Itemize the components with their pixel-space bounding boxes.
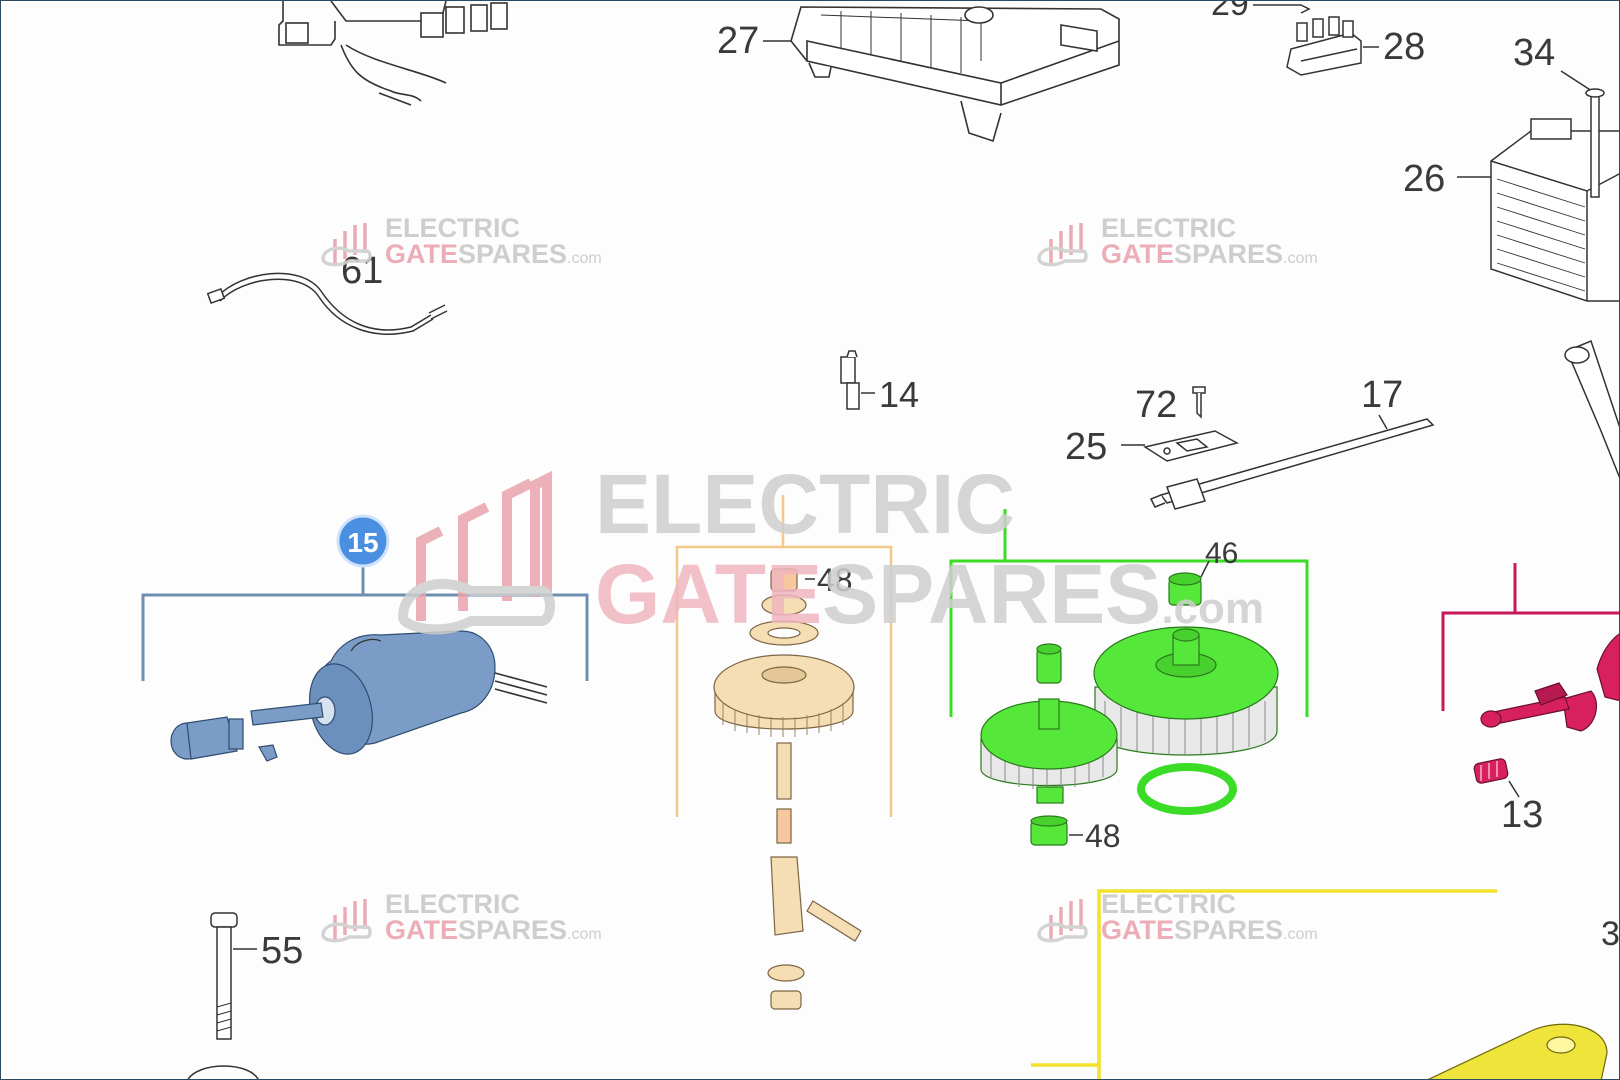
watermark-tl-suffix: .com <box>567 250 602 267</box>
watermark-small-top-left: ELECTRIC GATESPARES.com <box>321 213 602 269</box>
gear-group-bracket-magenta <box>1441 611 1619 711</box>
watermark-tr-line1: ELECTRIC <box>1101 213 1236 243</box>
watermark-small-bottom-right: ELECTRIC GATESPARES.com <box>1037 889 1318 945</box>
gear-group-bracket-green <box>949 559 1309 717</box>
watermark-tl-gate: GATE <box>385 239 458 269</box>
watermark-bl-gate: GATE <box>385 915 458 945</box>
motor-group-bracket <box>141 593 589 681</box>
watermark-bl-spares: SPARES <box>458 915 567 945</box>
svg-text:GATESPARES.com: GATESPARES.com <box>385 915 602 945</box>
electric-motor[interactable] <box>250 630 548 761</box>
part-number-46[interactable]: 46 <box>1205 537 1238 570</box>
watermark-large-gate: GATE <box>595 547 822 641</box>
watermark-br-gate: GATE <box>1101 915 1174 945</box>
part-number-3-partial[interactable]: 3 <box>1601 915 1620 953</box>
output-gear-large[interactable] <box>1093 572 1279 815</box>
control-box[interactable] <box>790 6 1120 143</box>
part-number-55[interactable]: 55 <box>261 930 303 972</box>
watermark-small-top-right: ELECTRIC GATESPARES.com <box>1037 213 1318 269</box>
leader-17 <box>1378 414 1388 430</box>
hotspot-label[interactable]: 15 <box>347 527 378 558</box>
part-number-26[interactable]: 26 <box>1403 158 1445 200</box>
svg-text:GATESPARES.com: GATESPARES.com <box>1101 239 1318 269</box>
intermediate-gear[interactable] <box>713 568 862 1010</box>
watermark-tr-spares: SPARES <box>1174 239 1283 269</box>
part-number-14[interactable]: 14 <box>879 374 919 415</box>
watermark-br-line1: ELECTRIC <box>1101 889 1236 919</box>
part-number-61[interactable]: 61 <box>341 250 383 292</box>
watermark-large-spares: SPARES <box>822 547 1161 641</box>
watermark-br-suffix: .com <box>1283 926 1318 943</box>
watermark-tl-spares: SPARES <box>458 239 567 269</box>
limit-switch-assembly[interactable] <box>1480 633 1620 732</box>
part-number-17[interactable]: 17 <box>1361 374 1403 416</box>
part-number-13[interactable]: 13 <box>1501 794 1543 836</box>
screw-72[interactable] <box>1192 386 1206 419</box>
terminal-block[interactable] <box>1286 16 1362 76</box>
watermark-small-bottom-left: ELECTRIC GATESPARES.com <box>321 889 602 945</box>
leader-13 <box>1508 780 1520 798</box>
wiring-connector[interactable] <box>278 1 508 106</box>
screw-13[interactable] <box>1473 758 1509 784</box>
watermark-large-suffix: .com <box>1161 584 1264 633</box>
screw-14[interactable] <box>840 350 860 410</box>
watermark-tl-line1: ELECTRIC <box>385 213 520 243</box>
long-bolt[interactable] <box>187 912 259 1080</box>
part-number-27[interactable]: 27 <box>717 20 759 62</box>
watermark-tr-gate: GATE <box>1101 239 1174 269</box>
release-lever[interactable] <box>1564 339 1620 481</box>
watermark-bl-suffix: .com <box>567 926 602 943</box>
leader-46 <box>1200 560 1210 578</box>
release-rod[interactable] <box>1149 418 1435 510</box>
part-number-28[interactable]: 28 <box>1383 26 1425 68</box>
part-number-48-top[interactable]: 48 <box>817 562 853 598</box>
earth-cable[interactable] <box>206 272 448 335</box>
small-fuse[interactable] <box>1253 4 1311 14</box>
watermark-logo-large: ELECTRIC GATESPARES.com <box>397 457 1264 641</box>
svg-text:GATESPARES.com: GATESPARES.com <box>385 239 602 269</box>
watermark-large-line1: ELECTRIC <box>595 457 1015 551</box>
part-number-29[interactable]: 29 <box>1211 1 1249 23</box>
svg-text:GATESPARES.com: GATESPARES.com <box>1101 915 1318 945</box>
watermark-tr-suffix: .com <box>1283 250 1318 267</box>
part-number-72[interactable]: 72 <box>1135 384 1177 426</box>
part-number-34[interactable]: 34 <box>1513 32 1555 74</box>
svg-text:GATESPARES.com: GATESPARES.com <box>595 547 1264 641</box>
watermark-br-spares: SPARES <box>1174 915 1283 945</box>
output-gear-small[interactable] <box>980 643 1118 846</box>
drive-arm[interactable] <box>1425 1023 1608 1080</box>
part-number-48-bottom[interactable]: 48 <box>1085 818 1121 854</box>
hotspot-15[interactable]: 15 <box>336 514 390 568</box>
motor-pinion[interactable] <box>170 716 278 762</box>
part-number-25[interactable]: 25 <box>1065 426 1107 468</box>
watermark-bl-line1: ELECTRIC <box>385 889 520 919</box>
arm-group-bracket-yellow <box>1097 889 1497 1079</box>
transformer[interactable] <box>1490 88 1620 302</box>
cover-plate[interactable] <box>1143 430 1240 462</box>
